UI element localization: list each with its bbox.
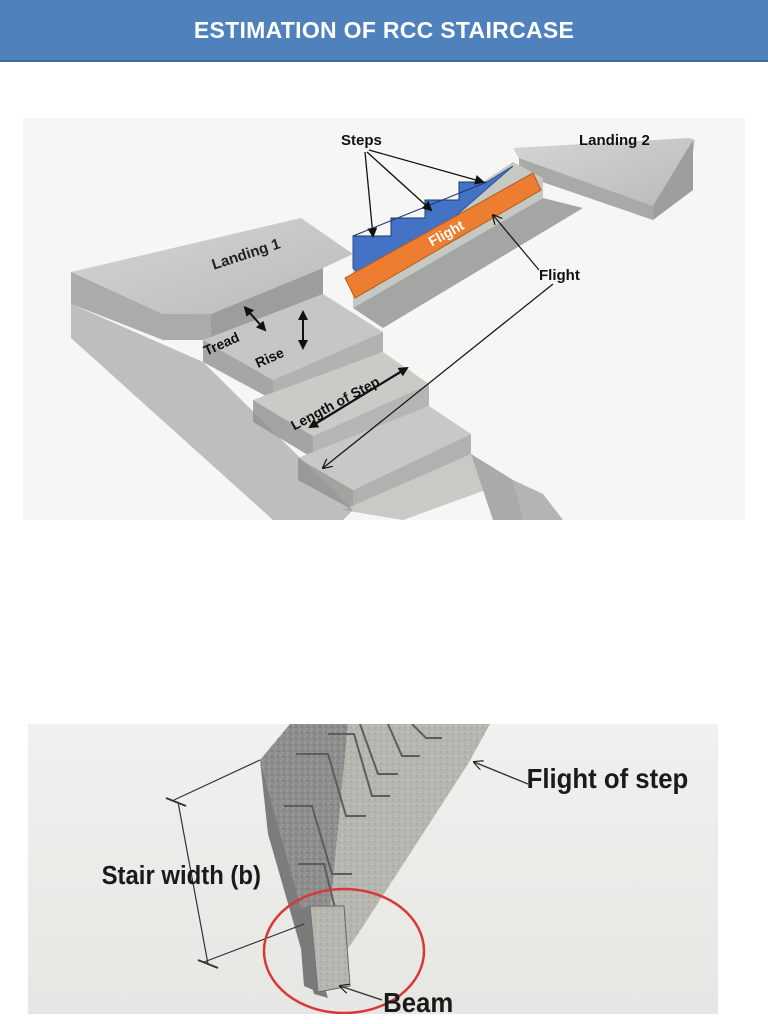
stair-width-diagram: Stair width (b) Flight of step Beam — [28, 724, 718, 1014]
landing-2-block — [513, 138, 695, 220]
beam-highlight-circle — [262, 887, 426, 1014]
flight-of-step-annotation: Flight of step — [474, 762, 688, 794]
stair-body — [260, 724, 490, 998]
steps-annotation: Steps — [341, 132, 485, 238]
slide-title: ESTIMATION OF RCC STAIRCASE — [193, 16, 575, 43]
beam-label: Beam — [383, 987, 453, 1014]
stair-width-dimension: Stair width (b) — [102, 759, 305, 969]
title-bar: ESTIMATION OF RCC STAIRCASE — [0, 0, 768, 62]
steps-label: Steps — [341, 132, 382, 149]
landing-1-slab — [71, 218, 353, 340]
flight-label: Flight — [539, 267, 580, 284]
landing-2-label: Landing 2 — [579, 132, 650, 149]
flight-annotation: Flight — [323, 215, 580, 468]
length-of-step-arrow — [308, 366, 409, 429]
beam-annotation: Beam — [262, 887, 453, 1014]
stair-width-label: Stair width (b) — [102, 861, 261, 890]
staircase-diagram: Flight Steps Landing 2 Landing 1 Flight … — [23, 118, 745, 520]
tread-arrow — [243, 306, 267, 332]
flight-of-step-label: Flight of step — [527, 763, 689, 794]
